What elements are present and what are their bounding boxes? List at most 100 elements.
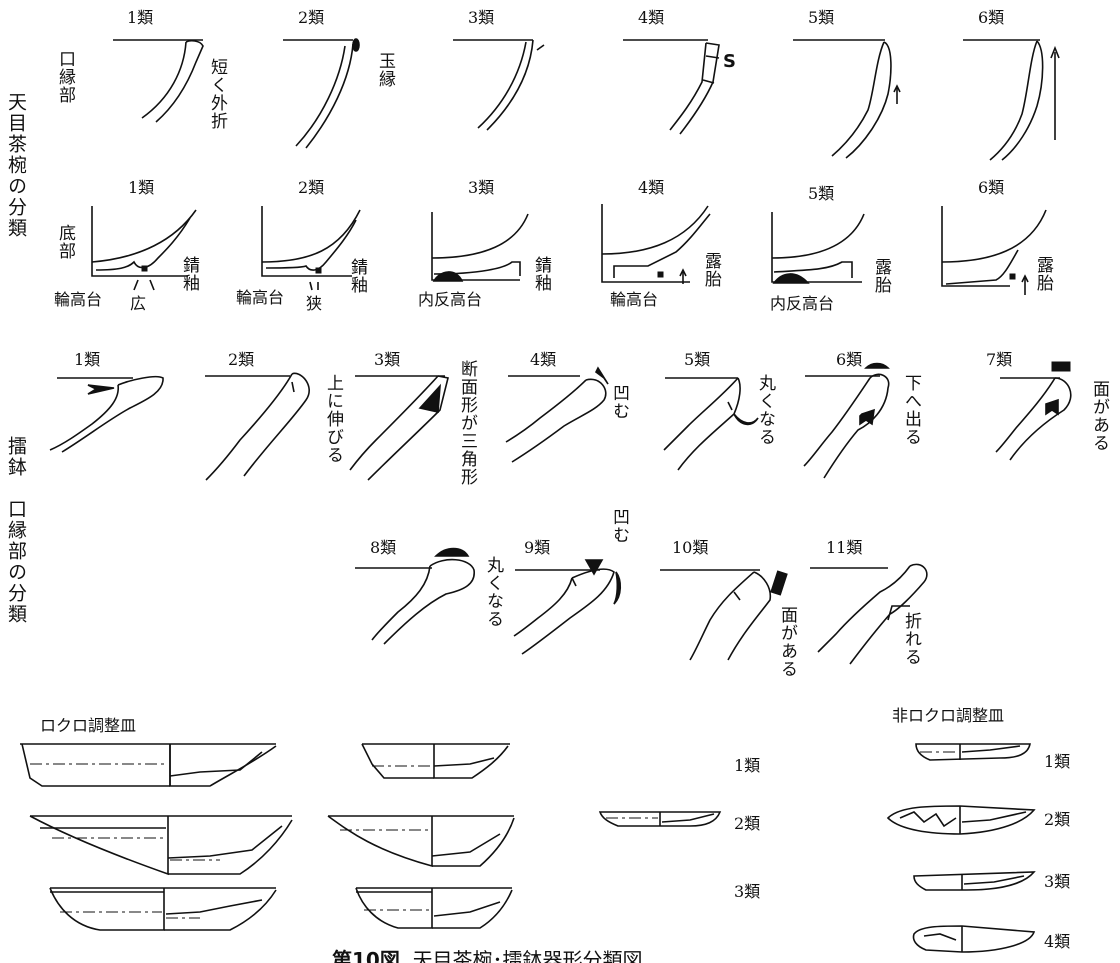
rim-type-1-note: 短く外折 [207,58,227,130]
plate-rokuro-2c [598,811,722,827]
suribachi-type-2-note: 上に伸びる [323,374,343,464]
non-rokuro-type-4-label: 4類 [1044,932,1071,951]
suribachi-type-5-note: 丸くなる [755,374,775,446]
rim-type-2-num: 2類 [298,8,325,27]
suribachi-type-10-num: 10類 [672,538,709,557]
non-rokuro-type-1-label: 1類 [1044,752,1071,771]
base-type-3-num: 3類 [468,178,495,197]
side-label-tenmoku: 天目茶椀の分類 [5,92,27,239]
base-type-6-num: 6類 [978,178,1005,197]
non-rokuro-type-2-label: 2類 [1044,810,1071,829]
suribachi-type-7-num: 7類 [986,350,1013,369]
non-rokuro-plates-title: 非ロクロ調整皿 [892,706,1005,725]
suribachi-type-1-num: 1類 [74,350,101,369]
suribachi-type-6-num: 6類 [836,350,863,369]
suribachi-rim-profile-9 [513,559,622,655]
base-type-1-num: 1類 [128,178,155,197]
rim-type-2-note: 玉縁 [375,52,395,88]
rim-type-6-num: 6類 [978,8,1005,27]
suribachi-type-9-note: 凹む [609,508,629,544]
suribachi-rim-profile-2 [205,372,310,481]
plate-rokuro-1a [20,743,277,787]
suribachi-rim-profile-1 [49,375,164,453]
tenmoku-rim-profile-5 [793,39,901,159]
tenmoku-base-profile-1 [91,206,197,291]
rokuro-type-3-label: 3類 [734,882,761,901]
plate-rokuro-2b [327,815,515,868]
rim-type-3-num: 3類 [468,8,495,27]
tenmoku-base-profile-3 [431,212,529,282]
base-type-4-glaze: 露胎 [701,252,721,288]
figure-caption: 第10図 天目茶椀･擂鉢器形分類図 [332,944,643,963]
plate-rokuro-1b [361,743,510,779]
base-type-6-glaze: 露胎 [1033,256,1053,292]
tenmoku-rim-profile-2 [283,38,360,149]
base-type-1-foot: 輪高台 [54,290,103,309]
figure-title: 天目茶椀･擂鉢器形分類図 [412,948,643,963]
rim-type-5-num: 5類 [808,8,835,27]
tenmoku-rim-profile-1 [113,39,204,123]
base-type-4-num: 4類 [638,178,665,197]
suribachi-type-8-note: 丸くなる [483,556,503,628]
suribachi-rim-profile-6 [803,362,890,479]
rim-type-4-note: S [723,51,736,72]
suribachi-type-2-num: 2類 [228,350,255,369]
tenmoku-base-profile-6 [941,206,1047,295]
base-type-1-mark: 広 [130,294,147,313]
base-type-2-glaze: 錆釉 [347,258,367,294]
suribachi-rim-profile-4 [505,366,609,463]
suribachi-type-3-num: 3類 [374,350,401,369]
suribachi-type-3-note: 断面形が三角形 [457,360,477,486]
base-type-3-glaze: 錆釉 [531,256,551,292]
tenmoku-rim-profile-4 [623,39,720,135]
tenmoku-rim-profile-6 [963,39,1060,161]
base-section-label: 底部 [55,224,75,260]
tenmoku-base-profile-2 [261,206,361,291]
base-type-2-mark: 狭 [306,294,323,313]
tenmoku-base-profile-4 [601,204,711,284]
base-type-2-foot: 輪高台 [236,288,285,307]
suribachi-type-10-note: 面がある [777,606,797,678]
rokuro-plates-title: ロクロ調整皿 [40,716,137,735]
suribachi-rim-profile-11 [810,563,928,665]
base-type-2-num: 2類 [298,178,325,197]
suribachi-type-9-num: 9類 [524,538,551,557]
plate-non-rokuro-2 [886,805,1036,835]
base-type-3-foot: 内反高台 [418,290,483,309]
rim-type-4-num: 4類 [638,8,665,27]
suribachi-rim-profile-7 [995,361,1072,461]
suribachi-type-5-num: 5類 [684,350,711,369]
suribachi-type-11-num: 11類 [826,538,863,557]
suribachi-rim-profile-3 [349,375,449,481]
base-type-5-glaze: 露胎 [871,258,891,294]
rim-section-label: 口縁部 [55,50,75,104]
suribachi-rim-profile-10 [660,569,788,661]
suribachi-type-8-num: 8類 [370,538,397,557]
rim-type-1-num: 1類 [127,8,154,27]
non-rokuro-type-3-label: 3類 [1044,872,1071,891]
suribachi-rim-profile-8 [355,547,475,645]
rokuro-type-2-label: 2類 [734,814,761,833]
suribachi-type-6-note: 下へ出る [901,374,921,446]
plate-rokuro-3b [355,887,513,929]
plate-non-rokuro-4 [912,925,1036,953]
plate-rokuro-2a [29,815,293,876]
plate-rokuro-3a [49,887,277,931]
figure-number: 第10図 [332,948,400,963]
rokuro-type-1-label: 1類 [734,756,761,775]
plate-non-rokuro-3 [913,871,1036,891]
suribachi-type-4-note: 凹む [609,384,629,420]
plate-non-rokuro-1 [915,743,1031,761]
suribachi-rim-profile-5 [663,377,759,471]
suribachi-type-7-note: 面がある [1089,380,1109,452]
base-type-5-foot: 内反高台 [770,294,835,313]
base-type-1-glaze: 錆釉 [179,256,199,292]
tenmoku-base-profile-5 [771,212,865,284]
side-label-suribachi: 擂鉢 口縁部の分類 [5,436,27,625]
suribachi-type-11-note: 折れる [901,612,921,666]
tenmoku-rim-profile-3 [453,39,545,131]
base-type-5-num: 5類 [808,184,835,203]
suribachi-type-4-num: 4類 [530,350,557,369]
